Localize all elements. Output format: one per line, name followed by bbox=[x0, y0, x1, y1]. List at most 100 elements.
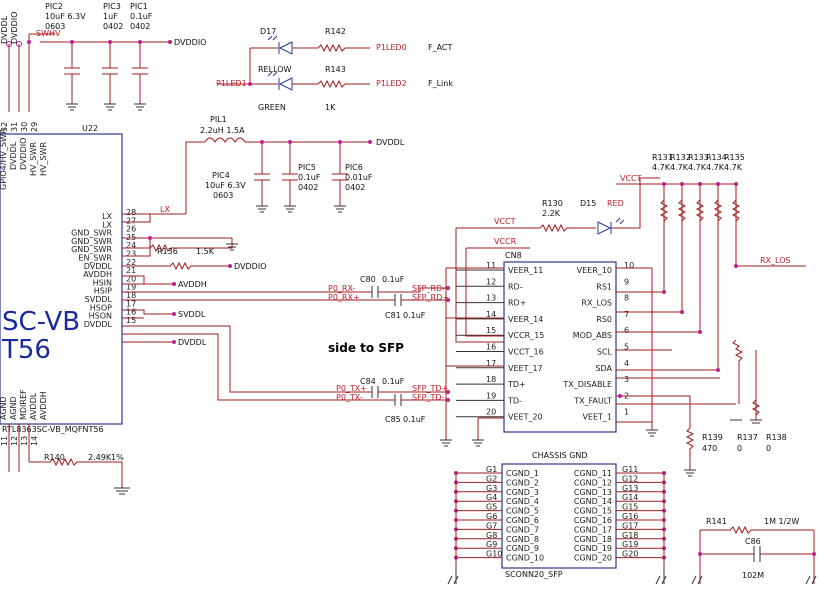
cn8-right-pin-number: 6 bbox=[624, 326, 629, 335]
chip-pin-number: 25 bbox=[126, 233, 136, 242]
cgnd-left-name: CGND_3 bbox=[506, 488, 539, 497]
cap-ref: PIC5 bbox=[298, 163, 316, 172]
net-vccr: VCCR bbox=[494, 237, 517, 246]
chip-bottom-pin: AGND bbox=[0, 396, 8, 420]
r139-value: 470 bbox=[702, 444, 717, 453]
cgnd-right-name: CGND_11 bbox=[574, 469, 612, 478]
pullup-ref: R133 bbox=[688, 153, 709, 162]
cgnd-left-name: CGND_10 bbox=[506, 554, 544, 563]
cgnd-right-name: CGND_17 bbox=[574, 525, 612, 534]
chip-pin-number: 18 bbox=[126, 291, 136, 300]
junction-dot bbox=[716, 182, 720, 186]
pullup-resistor bbox=[677, 184, 687, 222]
net-vcct: VCCT bbox=[494, 217, 516, 226]
chip-pin-number: 17 bbox=[126, 299, 136, 308]
cn8-left-pin-name: VEET_17 bbox=[508, 364, 543, 373]
cn8-left-pin-number: 20 bbox=[486, 408, 496, 417]
cap-pkg: 0402 bbox=[298, 183, 318, 192]
cgnd-right-name: CGND_19 bbox=[574, 544, 612, 553]
cn8-pins: 11VEER_1112RD-13RD+14VEER_1415VCCR_1516V… bbox=[456, 261, 634, 422]
net-en-dvddio: DVDDIO bbox=[234, 262, 266, 271]
sfp-connector-cn8: CN8 11VEER_1112RD-13RD+14VEER_1415VCCR_1… bbox=[440, 153, 806, 477]
cgnd-g-left: G10 bbox=[486, 550, 502, 559]
net-p0-tx-minus: P0_TX- bbox=[336, 393, 363, 402]
pullup-resistor bbox=[659, 184, 669, 222]
cap-ref: PIC6 bbox=[345, 163, 363, 172]
cgnd-g-left: G4 bbox=[486, 493, 497, 502]
cn8-left-pin-number: 19 bbox=[486, 391, 496, 400]
cap-ref: PIC3 bbox=[103, 2, 121, 11]
cgnd-g-left: G6 bbox=[486, 512, 497, 521]
cn8-left-pin-number: 17 bbox=[486, 359, 496, 368]
cn8-right-pin-number: 3 bbox=[624, 375, 629, 384]
cn8-right-pin-number: 1 bbox=[624, 408, 629, 417]
chip-part: RTL8363SC-VB_MQFNT56 bbox=[2, 425, 104, 434]
cgnd-g-left: G5 bbox=[486, 503, 497, 512]
r139-ref: R139 bbox=[702, 433, 723, 442]
cn8-left-pin-name: VEER_14 bbox=[508, 315, 543, 324]
r136-ref: R136 bbox=[157, 247, 178, 256]
chip-pin-name: GND_SWR bbox=[71, 237, 112, 246]
pullup-ref: R132 bbox=[670, 153, 691, 162]
chip-top-pin: HV_SWR bbox=[29, 142, 38, 176]
chip-pin-number: 23 bbox=[126, 250, 136, 259]
chip-bottom-pin: AGND bbox=[9, 396, 18, 420]
pullup-value: 4.7K bbox=[724, 163, 743, 172]
pullup-value: 4.7K bbox=[706, 163, 725, 172]
cap-value: 1uF bbox=[103, 12, 118, 21]
cn8-right-pin-number: 9 bbox=[624, 277, 629, 286]
pullup-ref: R134 bbox=[706, 153, 727, 162]
cap-ref: PIC4 bbox=[212, 171, 230, 180]
chip-pin-name: HSIP bbox=[94, 287, 112, 296]
cn8-right-pin-number: 10 bbox=[624, 261, 634, 270]
buck-regulator: PIL1 2.2uH 1.5A DVDDL PIC4 10uF 6.3V 060… bbox=[122, 115, 449, 424]
cgnd-left-name: CGND_1 bbox=[506, 469, 539, 478]
chip-top-pin: GPIO4/HV_SWR bbox=[0, 128, 8, 190]
cgnd-g-left: G8 bbox=[486, 531, 497, 540]
cap-value: 0.1uF bbox=[403, 415, 426, 424]
cap-value: 0.1uF bbox=[130, 12, 153, 21]
cap-ref: PIC2 bbox=[45, 2, 63, 11]
cn8-left-pin-name: RD+ bbox=[508, 299, 526, 308]
cgnd-g-right: G14 bbox=[622, 493, 638, 502]
r136-value: 1.5K bbox=[196, 247, 215, 256]
cap-pkg: 0603 bbox=[213, 191, 233, 200]
rail-dvddio: DVDDIO bbox=[10, 12, 19, 44]
chip-top-num: 32 bbox=[0, 122, 9, 132]
cap-value: 0.1uF bbox=[382, 377, 405, 386]
top-decoupling-caps: PIC2 10uF 6.3V 0603 PIC3 1uF 0402 PIC1 0… bbox=[0, 2, 206, 112]
cn8-right-pin-name: SCL bbox=[597, 348, 613, 357]
cn8-left-pin-name: VEER_11 bbox=[508, 266, 543, 275]
cn8-part: SCONN20_SFP bbox=[505, 570, 563, 579]
cap-pkg: 0402 bbox=[130, 22, 150, 31]
net-sfp-rd-minus: SFP_RD- bbox=[412, 284, 445, 293]
cn8-left-pin-name: VEET_20 bbox=[508, 413, 543, 422]
cn8-left-pin-name: TD- bbox=[507, 396, 522, 405]
chip-bottom-num: 11 bbox=[0, 436, 9, 446]
cn8-left-pin-name: VCCR_15 bbox=[508, 331, 544, 340]
cgnd-left-name: CGND_2 bbox=[506, 478, 539, 487]
res-ref: R142 bbox=[325, 27, 346, 36]
cap-pkg: 0402 bbox=[103, 22, 123, 31]
cn8-right-pin-number: 8 bbox=[624, 294, 629, 303]
d15-color: RED bbox=[607, 199, 624, 208]
junction-dot bbox=[734, 182, 738, 186]
cn8-right-pin-name: RS0 bbox=[596, 315, 612, 324]
chip-top-num: 29 bbox=[30, 122, 39, 132]
chip-pin-number: 28 bbox=[126, 208, 136, 217]
cn8-left-pin-number: 13 bbox=[486, 294, 496, 303]
cgnd-g-right: G15 bbox=[622, 503, 638, 512]
pullup-ref: R131 bbox=[652, 153, 673, 162]
chip-pin-name: LX bbox=[102, 212, 112, 221]
cgnd-left-name: CGND_9 bbox=[506, 544, 539, 553]
res-value: 1K bbox=[325, 103, 336, 112]
net-p0-tx-plus: P0_TX+ bbox=[336, 384, 367, 393]
chip-bottom-pin: AVDDL bbox=[29, 392, 38, 420]
sig-f-link: F_Link bbox=[428, 79, 453, 88]
cgnd-g-right: G18 bbox=[622, 531, 638, 540]
chip-u22: U22 SC-VB T56 RTL8363SC-VB_MQFNT56 GPIO4… bbox=[0, 122, 136, 495]
chip-pin-number: 21 bbox=[126, 266, 136, 275]
chip-pin-name: GND_SWR bbox=[71, 245, 112, 254]
d15-ref: D15 bbox=[580, 199, 596, 208]
cgnd-left-name: CGND_6 bbox=[506, 516, 539, 525]
